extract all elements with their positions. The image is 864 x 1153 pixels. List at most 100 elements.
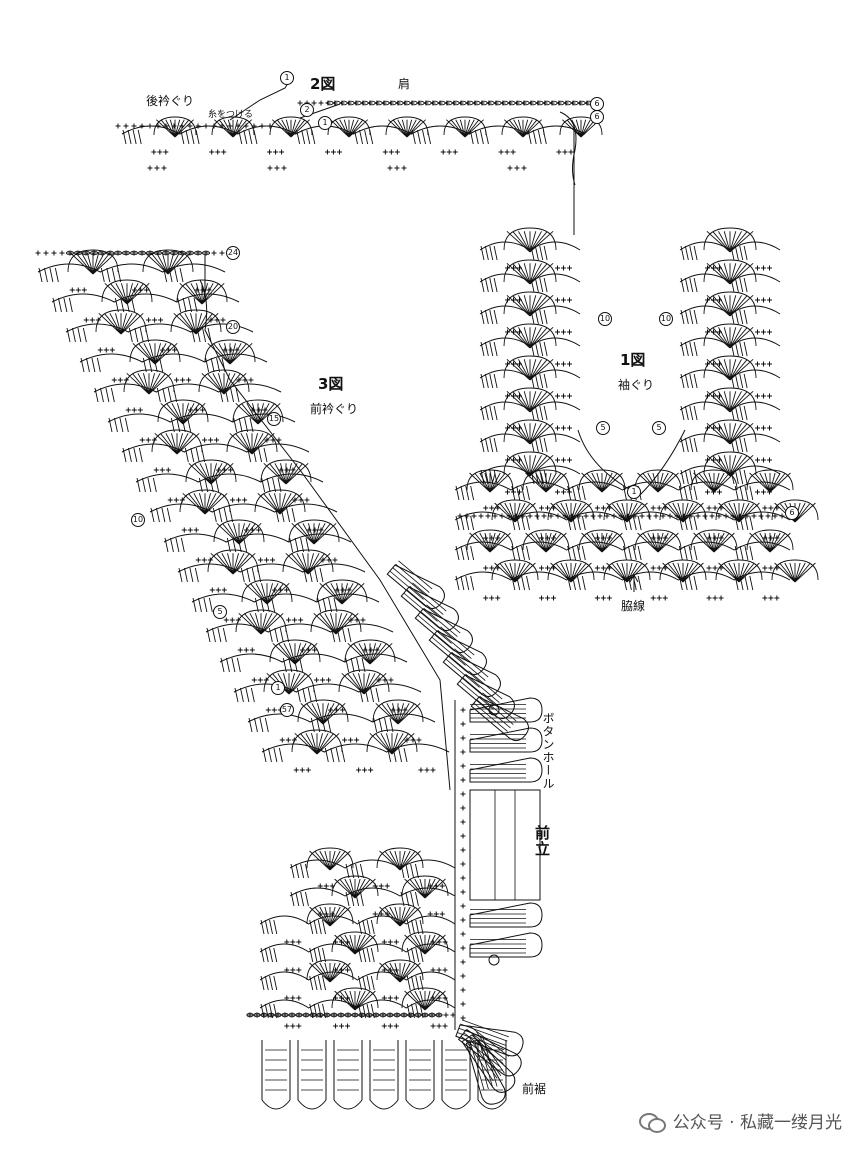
stitch-path	[317, 597, 338, 613]
stitch-path	[195, 557, 213, 563]
stitch-path	[503, 227, 557, 253]
stitch-path	[333, 1023, 351, 1029]
stitch-path	[539, 535, 557, 541]
stitch-path	[345, 657, 366, 673]
stitch-path	[441, 1040, 471, 1110]
stitch-path	[213, 519, 265, 545]
stitch-path	[207, 549, 259, 575]
stitch-path	[460, 903, 466, 909]
stitch-path	[381, 939, 399, 945]
stitch-path	[376, 903, 424, 927]
stitch-path	[309, 947, 326, 963]
stitch-path	[156, 387, 178, 403]
stitch-path	[460, 833, 466, 839]
stitch-path	[460, 875, 466, 881]
stitch-path	[427, 883, 445, 889]
stitch-path	[67, 249, 119, 275]
stitch-path	[623, 575, 642, 591]
stitch-path	[129, 339, 181, 365]
row-marker-1: 1	[627, 485, 641, 499]
front-neckline-label: 前衿ぐり	[310, 402, 359, 416]
stitch-path	[219, 387, 240, 403]
stitch-path	[282, 657, 304, 673]
stitch-path	[454, 571, 791, 581]
stitch-path	[703, 291, 757, 317]
stitch-path	[460, 973, 466, 979]
stitch-path	[199, 279, 451, 791]
back-neckline-label: 後衿ぐり	[146, 94, 195, 108]
stitch-path	[690, 529, 738, 553]
stitch-path	[505, 393, 522, 399]
stitch-path	[177, 297, 198, 313]
row-marker-6: 6	[590, 97, 604, 111]
stitch-path	[491, 499, 539, 523]
stitch-path	[659, 559, 707, 583]
stitch-path	[269, 639, 321, 665]
stitch-path	[163, 533, 352, 543]
stitch-path	[314, 677, 332, 683]
stitch-path	[527, 129, 547, 145]
petal	[469, 697, 543, 723]
stitch-path	[705, 265, 722, 271]
stitch-path	[547, 559, 595, 583]
stitch-path	[284, 1023, 302, 1029]
side-seam-label: 脇線	[621, 599, 646, 613]
stitch-path	[262, 747, 283, 763]
stitch-path	[539, 565, 557, 571]
stitch-path	[505, 457, 522, 463]
stitch-path	[555, 329, 572, 335]
stitch-path	[198, 369, 250, 395]
row-marker-57: 57	[280, 703, 294, 717]
stitch-path	[387, 747, 408, 763]
stitch-path	[290, 863, 309, 879]
stitch-path	[247, 447, 268, 463]
petal	[457, 1025, 522, 1077]
stitch-path	[466, 469, 514, 493]
stitch-path	[260, 459, 312, 485]
stitch-path	[556, 149, 574, 155]
stitch-path	[354, 129, 374, 145]
stitch-path	[177, 563, 366, 573]
stitch-path	[480, 245, 498, 261]
stitch-path	[149, 503, 338, 513]
stitch-path	[79, 353, 268, 363]
stitch-path	[226, 537, 248, 553]
stitch-path	[730, 341, 748, 357]
stitch-path	[511, 545, 530, 561]
stitch-path	[38, 267, 59, 283]
buttonhole-icon	[488, 954, 500, 966]
stitch-path	[460, 917, 466, 923]
stitch-path	[212, 507, 234, 523]
stitch-path	[755, 265, 772, 271]
stitch-path	[93, 383, 282, 393]
stitch-path	[310, 609, 362, 635]
stitch-path	[555, 489, 572, 495]
stitch-path	[174, 377, 192, 383]
stitch-path	[235, 609, 287, 635]
stitch-path	[650, 595, 668, 601]
stitch-path	[296, 687, 318, 703]
stitch-path	[730, 309, 748, 325]
stitch-path	[703, 259, 757, 285]
stitch-path	[734, 575, 754, 591]
stitch-path	[151, 429, 203, 455]
stitch-path	[258, 557, 276, 563]
stitch-path	[170, 309, 222, 335]
stitch-path	[680, 373, 698, 389]
stitch-path	[66, 327, 87, 343]
stitch-path	[703, 387, 757, 413]
stitch-path	[284, 939, 302, 945]
stitch-path	[466, 529, 514, 553]
front-band-label: 前立	[533, 825, 551, 857]
stitch-path	[460, 931, 466, 937]
stitch-path	[460, 777, 466, 783]
stitch-path	[259, 915, 456, 925]
row-marker-10: 10	[659, 312, 673, 326]
stitch-path	[297, 1040, 327, 1110]
row-marker-10: 10	[131, 513, 145, 527]
stitch-path	[530, 405, 548, 421]
stitch-path	[237, 647, 255, 653]
stitch-path	[309, 1003, 326, 1019]
stitch-path	[507, 165, 527, 171]
stitch-path	[233, 683, 422, 693]
